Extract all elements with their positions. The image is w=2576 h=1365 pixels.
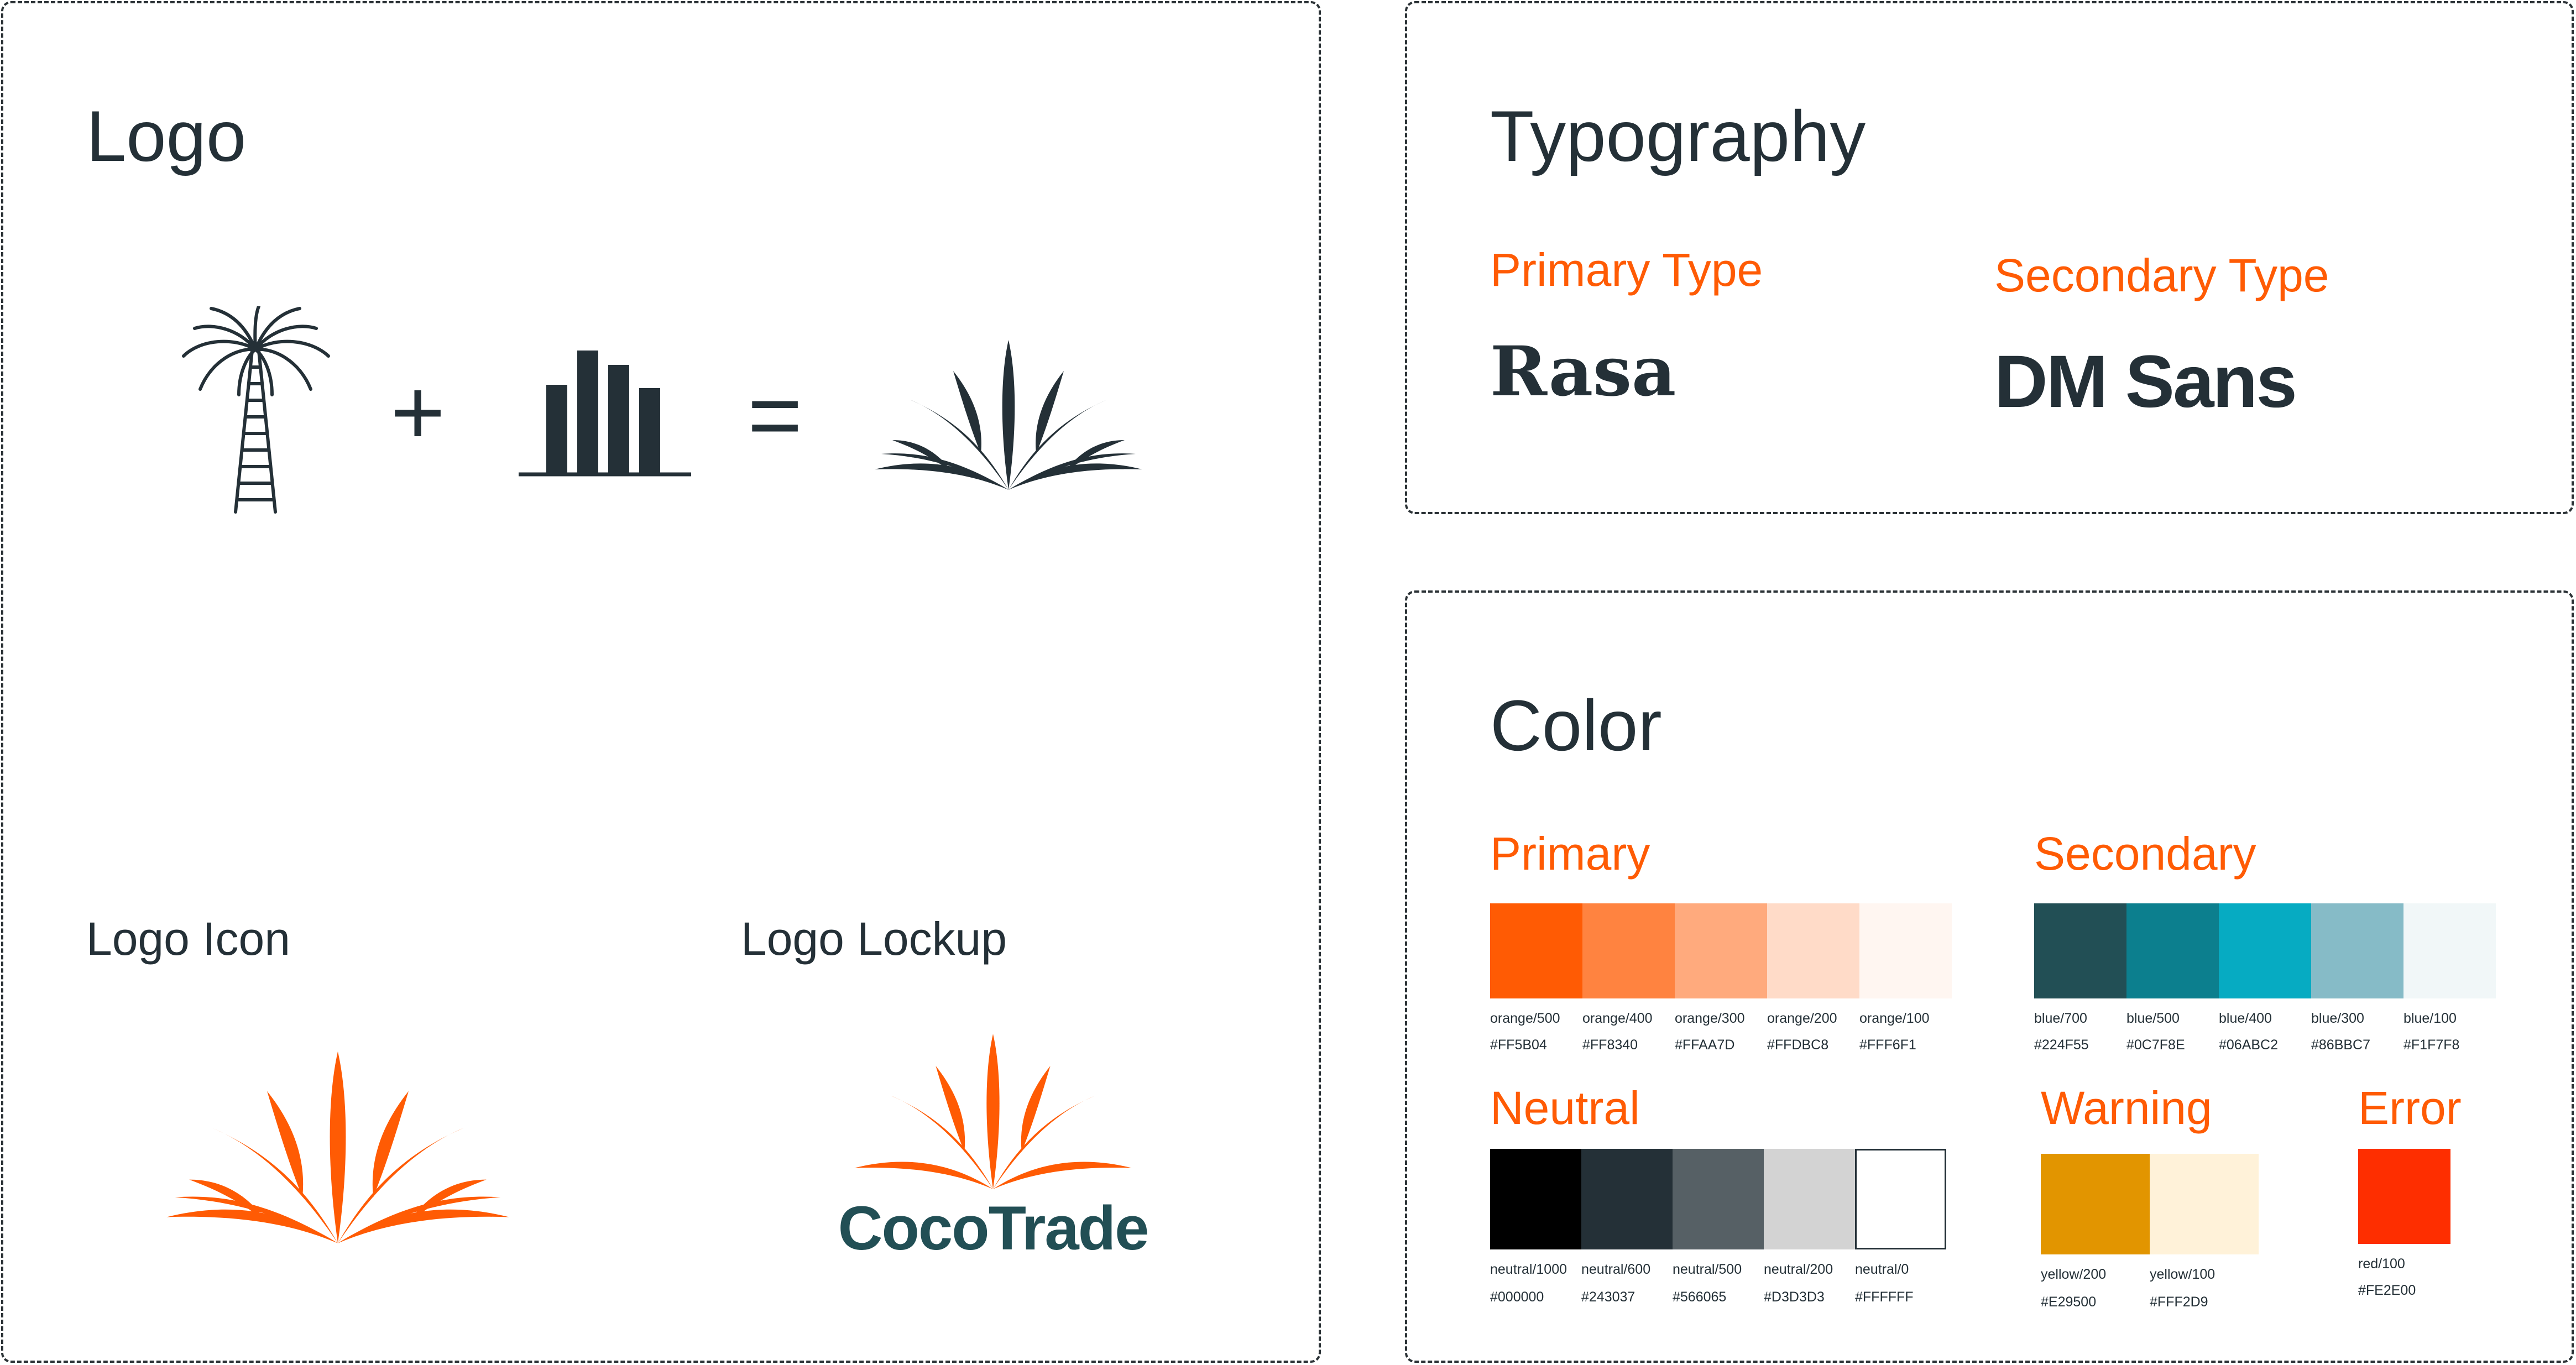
logo-icon-orange [166,1051,509,1243]
swatch-hex: #FFF2D9 [2150,1294,2208,1310]
swatch-name: yellow/200 [2041,1267,2107,1282]
error-palette-label: Error [2358,1082,2462,1134]
color-title: Color [1490,685,1662,766]
logo-panel: Logo + [1,1,1321,1363]
neutral-palette-label: Neutral [1490,1082,1640,1134]
swatch-hex: #224F55 [2034,1037,2089,1053]
swatch-hex: #FFF6F1 [1859,1037,1916,1053]
color-swatch: yellow/100 #FFF2D9 [2150,1154,2259,1309]
logo-lockup: CocoTrade [811,1032,1175,1269]
primary-type-label: Primary Type [1490,244,1763,296]
color-swatch: orange/100 #FFF6F1 [1859,903,1952,1052]
warning-swatch-row: yellow/200 #E29500 yellow/100 #FFF2D9 [2041,1154,2259,1309]
color-swatch: blue/400 #06ABC2 [2219,903,2311,1052]
swatch-name: red/100 [2358,1256,2405,1272]
color-swatch: blue/300 #86BBC7 [2311,903,2403,1052]
swatch-hex: #0C7F8E [2126,1037,2185,1053]
swatch-hex: #06ABC2 [2219,1037,2279,1053]
swatch-name: neutral/0 [1855,1262,1909,1277]
swatch-name: neutral/600 [1581,1262,1651,1277]
secondary-swatch-row: blue/700 #224F55 blue/500 #0C7F8E blue/400 #0… [2034,903,2496,1052]
swatch-name: blue/100 [2403,1011,2457,1026]
logo-lockup-mark-icon [854,1034,1132,1189]
color-swatch: orange/500 #FF5B04 [1490,903,1582,1052]
logo-title: Logo [86,96,247,176]
color-swatch: neutral/600 #243037 [1581,1149,1673,1304]
swatch-name: yellow/100 [2150,1267,2216,1282]
swatch-name: blue/500 [2126,1011,2180,1026]
swatch-name: blue/300 [2311,1011,2364,1026]
color-swatch: blue/100 #F1F7F8 [2403,903,2496,1052]
color-swatch: yellow/200 #E29500 [2041,1154,2150,1309]
logo-icon-label: Logo Icon [86,913,290,965]
logo-mark-dark-icon [875,340,1142,490]
secondary-palette-label: Secondary [2034,828,2256,880]
swatch-name: neutral/1000 [1490,1262,1567,1277]
color-swatch: blue/500 #0C7F8E [2126,903,2219,1052]
color-swatch: neutral/200 #D3D3D3 [1764,1149,1855,1304]
primary-palette-label: Primary [1490,828,1650,880]
logo-wordmark: CocoTrade [838,1194,1149,1263]
primary-font-sample: Rasa [1490,332,1676,412]
color-swatch: orange/300 #FFAA7D [1675,903,1767,1052]
swatch-hex: #FF5B04 [1490,1037,1547,1053]
warning-palette-label: Warning [2041,1082,2212,1134]
swatch-hex: #FE2E00 [2358,1283,2416,1298]
swatch-hex: #566065 [1673,1289,1727,1305]
swatch-name: orange/400 [1582,1011,1653,1026]
swatch-hex: #FF8340 [1582,1037,1638,1053]
color-panel: Color Primary orange/500 #FF5B04 orange/40… [1405,590,2574,1363]
color-swatch: orange/200 #FFDBC8 [1767,903,1859,1052]
swatch-hex: #D3D3D3 [1764,1289,1825,1305]
swatch-name: blue/400 [2219,1011,2272,1026]
swatch-hex: #86BBC7 [2311,1037,2371,1053]
palm-tree-icon [182,306,330,514]
color-swatch: blue/700 #224F55 [2034,903,2126,1052]
swatch-hex: #F1F7F8 [2403,1037,2460,1053]
secondary-font-sample: DM Sans [1994,341,2297,423]
equals-sign: = [748,363,803,468]
swatch-hex: #FFDBC8 [1767,1037,1829,1053]
plus-sign: + [390,360,446,465]
swatch-name: orange/100 [1859,1011,1930,1026]
color-swatch: orange/400 #FF8340 [1582,903,1675,1052]
color-swatch: red/100 #FE2E00 [2358,1149,2450,1298]
swatch-name: orange/200 [1767,1011,1837,1026]
swatch-hex: #000000 [1490,1289,1544,1305]
swatch-name: neutral/200 [1764,1262,1833,1277]
swatch-hex: #E29500 [2041,1294,2097,1310]
typography-title: Typography [1490,96,1866,176]
swatch-name: neutral/500 [1673,1262,1742,1277]
error-swatch-row: red/100 #FE2E00 [2358,1149,2450,1298]
bar-chart-icon [519,351,691,477]
swatch-hex: #243037 [1581,1289,1636,1305]
color-swatch: neutral/1000 #000000 [1490,1149,1581,1304]
swatch-hex: #FFFFFF [1855,1289,1914,1305]
swatch-name: orange/500 [1490,1011,1560,1026]
typography-panel: Typography Primary Type Rasa Secondary T… [1405,1,2574,514]
color-swatch: neutral/0 #FFFFFF [1855,1149,1946,1304]
logo-lockup-label: Logo Lockup [741,913,1007,965]
color-swatch: neutral/500 #566065 [1673,1149,1764,1304]
swatch-name: blue/700 [2034,1011,2087,1026]
secondary-type-label: Secondary Type [1994,249,2329,301]
swatch-hex: #FFAA7D [1675,1037,1735,1053]
swatch-name: orange/300 [1675,1011,1745,1026]
